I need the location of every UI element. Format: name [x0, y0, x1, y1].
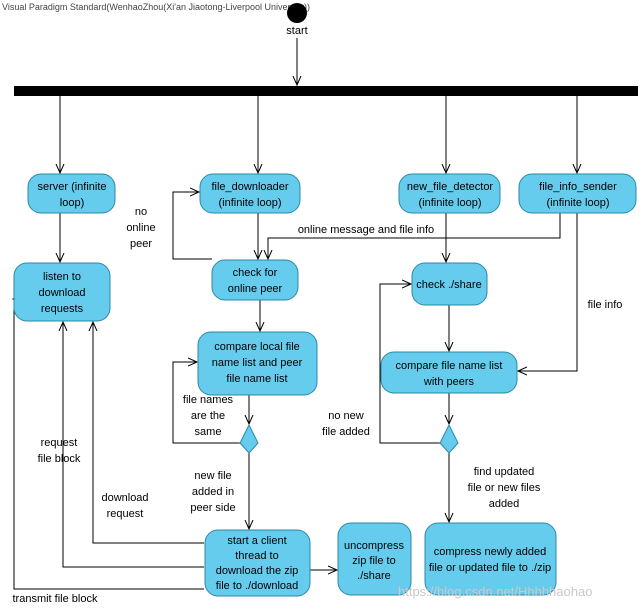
node-uncompress: uncompress zip file to ./share [337, 522, 412, 596]
header-text: Visual Paradigm Standard(WenhaoZhou(Xi'a… [2, 2, 310, 12]
svg-text:same: same [195, 426, 222, 438]
svg-text:no new: no new [328, 410, 364, 422]
svg-text:peer: peer [130, 238, 152, 250]
decision-diamond-right [439, 423, 459, 454]
svg-text:file added: file added [322, 426, 370, 438]
svg-text:download the zip: download the zip [216, 565, 299, 577]
svg-text:file block: file block [38, 453, 81, 465]
node-new-file-detector: new_file_detector (infinite loop) [398, 173, 501, 214]
svg-text:loop): loop) [60, 197, 84, 209]
svg-text:request: request [41, 437, 78, 449]
svg-text:with peers: with peers [423, 376, 475, 388]
edge-download-request [93, 322, 204, 544]
svg-text:(infinite loop): (infinite loop) [419, 197, 482, 209]
edges [13, 38, 578, 590]
svg-text:file_info_sender: file_info_sender [539, 181, 617, 193]
edge-file-info [518, 213, 578, 371]
svg-text:listen to: listen to [43, 271, 81, 283]
svg-text:file or new files: file or new files [468, 482, 541, 494]
svg-text:online: online [126, 222, 155, 234]
svg-text:compare local file: compare local file [214, 341, 300, 353]
svg-text:start a client: start a client [227, 535, 286, 547]
edge-no-online-peer [172, 192, 212, 260]
svg-text:online peer: online peer [228, 283, 283, 295]
svg-text:compress newly added: compress newly added [434, 546, 547, 558]
edge-names-same [172, 362, 240, 444]
node-file-info-sender: file_info_sender (infinite loop) [518, 173, 637, 214]
svg-text:zip file to: zip file to [352, 555, 395, 567]
edge-label-no-online-peer: no online peer [126, 206, 155, 250]
svg-text:file to ./download: file to ./download [216, 580, 299, 592]
svg-text:download: download [101, 492, 148, 504]
svg-text:check for: check for [233, 267, 278, 279]
edge-online-message [268, 213, 561, 259]
node-listen: listen to download requests [13, 262, 111, 322]
edge-label-request-block: request file block [38, 437, 81, 465]
svg-text:requests: requests [41, 303, 84, 315]
svg-text:name list and peer: name list and peer [212, 357, 303, 369]
decision-diamond-left [239, 423, 259, 454]
edge-no-new-file [379, 284, 440, 444]
svg-text:file names: file names [183, 394, 234, 406]
start-label: start [286, 25, 307, 37]
node-file-downloader: file_downloader (infinite loop) [199, 173, 301, 214]
edge-label-no-new-file: no new file added [322, 410, 370, 438]
svg-text:file name list: file name list [226, 373, 287, 385]
svg-text:(infinite loop): (infinite loop) [547, 197, 610, 209]
svg-text:request: request [107, 508, 144, 520]
svg-text:thread to: thread to [235, 550, 278, 562]
svg-text:download: download [38, 287, 85, 299]
edge-label-file-info: file info [588, 299, 623, 311]
svg-text:(infinite loop): (infinite loop) [219, 197, 282, 209]
node-compress: compress newly added file or updated fil… [424, 522, 557, 596]
fork-bar [14, 86, 638, 96]
edge-label-new-file-peer: new file added in peer side [190, 470, 235, 514]
svg-text:are the: are the [191, 410, 225, 422]
svg-text:no: no [135, 206, 147, 218]
svg-text:compare file name list: compare file name list [396, 360, 503, 372]
svg-text:./share: ./share [357, 570, 391, 582]
svg-text:peer side: peer side [190, 502, 235, 514]
edge-label-download-request: download request [101, 492, 148, 520]
svg-text:check ./share: check ./share [416, 279, 481, 291]
node-compare-local: compare local file name list and peer fi… [197, 331, 318, 396]
node-start-client: start a client thread to download the zi… [204, 529, 311, 597]
svg-text:added in: added in [192, 486, 234, 498]
edge-request-block [63, 322, 204, 568]
node-server: server (infinite loop) [27, 173, 116, 214]
svg-text:server (infinite: server (infinite [37, 181, 106, 193]
svg-text:find updated: find updated [474, 466, 535, 478]
node-check-share: check ./share [411, 262, 488, 306]
node-compare-peers: compare file name list with peers [380, 351, 518, 394]
svg-text:new_file_detector: new_file_detector [407, 181, 494, 193]
edge-label-file-names-same: file names are the same [183, 394, 234, 438]
watermark: https://blog.csdn.net/Hhhhhaohao [398, 584, 592, 599]
svg-text:file_downloader: file_downloader [211, 181, 288, 193]
start-node [287, 3, 307, 23]
edge-label-online-message: online message and file info [298, 224, 434, 236]
svg-text:file or updated file to ./zip: file or updated file to ./zip [429, 562, 551, 574]
svg-text:new file: new file [194, 470, 231, 482]
edge-label-find-updated: find updated file or new files added [468, 466, 541, 510]
edge-label-transmit-block: transmit file block [13, 593, 98, 605]
svg-text:uncompress: uncompress [344, 540, 404, 552]
svg-text:added: added [489, 498, 520, 510]
node-check-online: check for online peer [211, 259, 299, 301]
